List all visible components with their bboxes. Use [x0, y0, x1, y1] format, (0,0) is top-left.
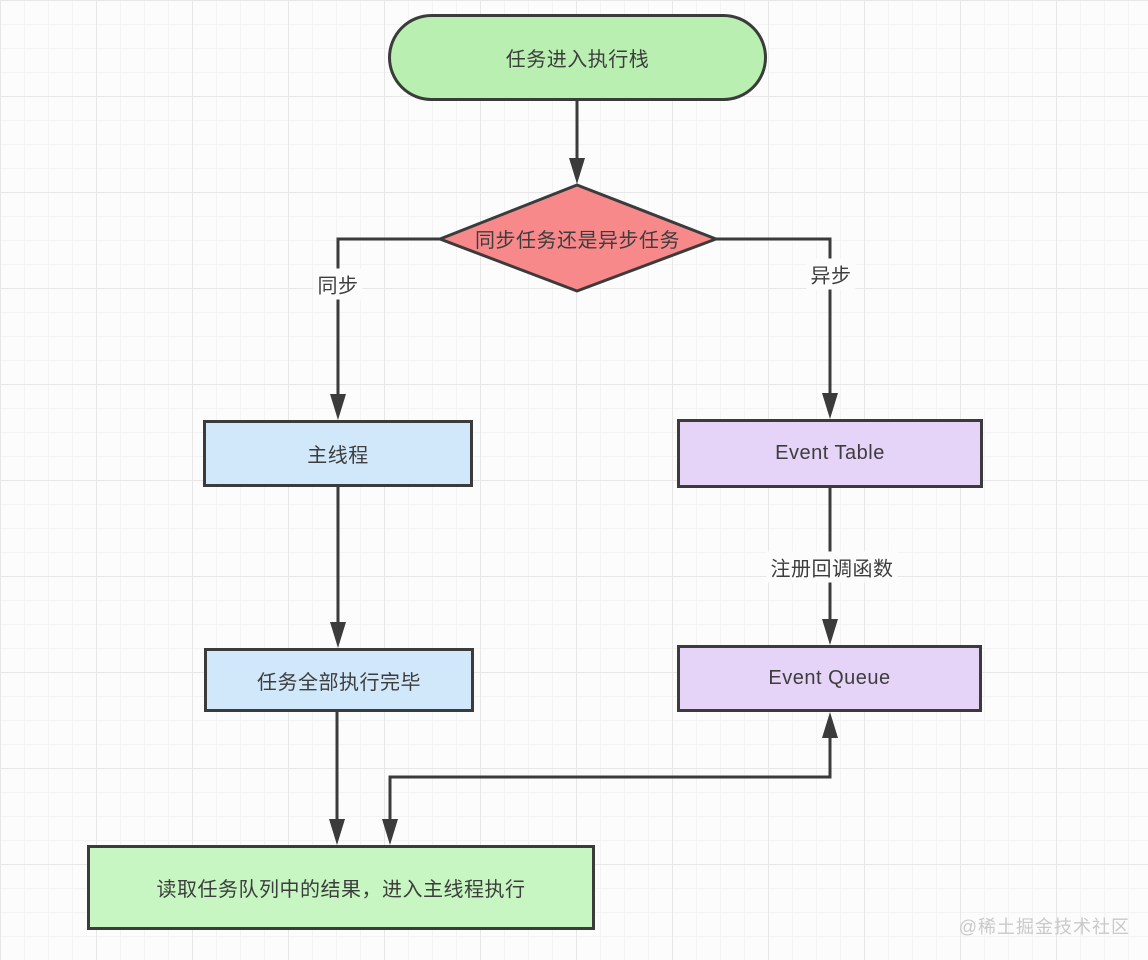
- edge-label-sync: 同步: [313, 268, 363, 300]
- node-main-thread: 主线程: [203, 420, 473, 487]
- node-tasks-done: 任务全部执行完毕: [204, 648, 474, 712]
- arrowhead-down-main-thread: [330, 394, 346, 420]
- arrowhead-down-event-table: [822, 393, 838, 419]
- node-event-queue-label: Event Queue: [768, 667, 891, 689]
- node-read-task-queue-label: 读取任务队列中的结果，进入主线程执行: [156, 879, 526, 901]
- node-event-table: Event Table: [677, 419, 983, 488]
- watermark-juejin: @稀土掘金技术社区: [958, 917, 1130, 937]
- edge-label-register-callback: 注册回调函数: [766, 551, 898, 583]
- node-decision-sync-or-async: 同步任务还是异步任务: [437, 184, 718, 292]
- node-decision-label: 同步任务还是异步任务: [475, 229, 680, 252]
- arrowhead-down-read-queue-right: [382, 819, 398, 845]
- node-read-task-queue: 读取任务队列中的结果，进入主线程执行: [87, 845, 595, 930]
- arrowhead-down-event-queue: [822, 619, 838, 645]
- node-tasks-done-label: 任务全部执行完毕: [257, 671, 421, 694]
- edge-event-queue-read-queue: [388, 737, 832, 821]
- edge-label-async: 异步: [806, 258, 856, 290]
- node-task-enter-stack-label: 任务进入执行栈: [505, 49, 650, 71]
- node-event-queue: Event Queue: [677, 645, 982, 712]
- arrowhead-down-read-queue-left: [329, 819, 345, 845]
- node-main-thread-label: 主线程: [307, 445, 369, 467]
- node-event-table-label: Event Table: [775, 442, 885, 464]
- arrowhead-down-decision: [569, 158, 585, 184]
- node-task-enter-stack: 任务进入执行栈: [388, 14, 767, 101]
- edge-decision-main-thread: [336, 237, 440, 396]
- arrowhead-down-tasks-done: [330, 622, 346, 648]
- arrowhead-up-event-queue: [822, 712, 838, 738]
